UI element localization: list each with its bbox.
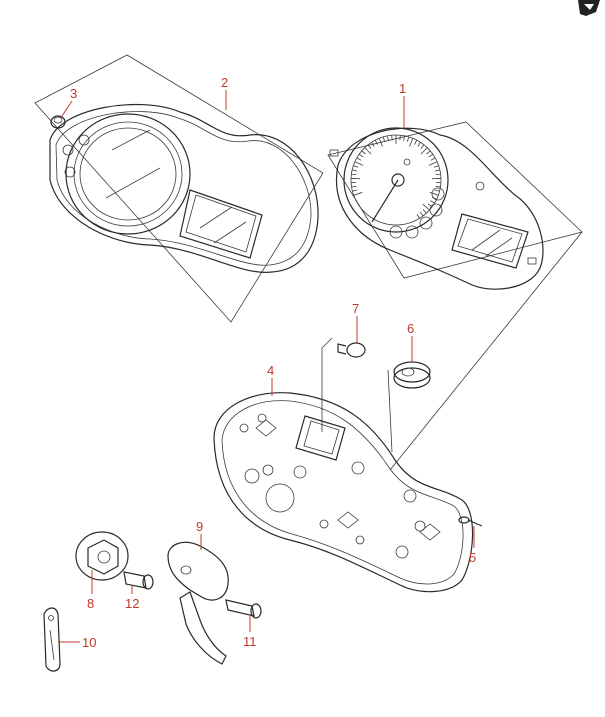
dial-tick [351, 173, 357, 176]
dial-tick [428, 153, 434, 158]
dial-tick [422, 209, 427, 214]
dial-tick [356, 157, 362, 161]
callout-8: 8 [87, 570, 94, 611]
callout-1: 1 [399, 81, 406, 128]
lower-case [213, 392, 474, 593]
dial-tick [420, 147, 428, 155]
callout-label: 4 [267, 363, 274, 378]
logo-icon [578, 0, 600, 16]
bolt [337, 342, 366, 358]
dial-tick [426, 150, 431, 155]
callout-3: 3 [61, 86, 77, 117]
dial-tick [416, 213, 420, 219]
bolt-long [225, 599, 262, 619]
dial-tick [417, 142, 421, 147]
callout-label: 8 [87, 596, 94, 611]
callout-label: 3 [70, 86, 77, 101]
screw [458, 516, 483, 527]
dial-tick [374, 139, 378, 145]
callout-10: 10 [58, 635, 96, 650]
callout-6: 6 [407, 321, 414, 362]
callout-label: 5 [469, 550, 476, 565]
dial-tick [434, 189, 440, 192]
callout-label: 7 [352, 301, 359, 316]
dial-tick [352, 189, 358, 192]
dial-ticks [351, 135, 441, 219]
dial-tick [430, 200, 435, 204]
dial-tick [403, 135, 405, 141]
callout-11: 11 [243, 614, 257, 649]
dial-tick [429, 191, 439, 196]
dial-tick [433, 165, 439, 168]
damper-mount [75, 531, 129, 581]
callout-label: 9 [196, 519, 203, 534]
dial-tick [358, 153, 364, 158]
dial-tick [364, 147, 372, 155]
dial-tick [420, 144, 425, 149]
assembly-guide-lines [321, 231, 583, 471]
callout-12: 12 [125, 586, 139, 611]
meter-assembly [327, 121, 583, 290]
dial-tick [434, 169, 440, 172]
dial-tick [409, 138, 414, 147]
dial-tick [367, 144, 372, 149]
callout-label: 6 [407, 321, 414, 336]
dial-tick [351, 185, 357, 188]
callout-9: 9 [196, 519, 203, 550]
callout-label: 11 [243, 634, 257, 649]
dial-tick [361, 150, 366, 155]
callout-label: 12 [125, 596, 139, 611]
callout-4: 4 [267, 363, 274, 396]
bracket-arm [167, 541, 229, 665]
small-knob [50, 115, 66, 129]
callout-2: 2 [221, 75, 228, 110]
dial-tick [414, 139, 418, 145]
dial-tick [387, 135, 389, 141]
dial-tick [354, 161, 364, 166]
bolt-short [123, 571, 154, 590]
dial-tick [352, 169, 358, 172]
callout-7: 7 [352, 301, 359, 343]
dial-tick [382, 136, 386, 142]
callout-label: 2 [221, 75, 228, 90]
callout-label: 1 [399, 81, 406, 96]
callout-5: 5 [469, 526, 476, 565]
dial-tick [371, 142, 375, 147]
dial-tick [419, 211, 424, 217]
dial-tick [353, 191, 363, 196]
callout-label: 10 [82, 635, 96, 650]
dial-tick [378, 138, 383, 147]
dial-tick [435, 173, 441, 176]
meter-case-cover [34, 54, 324, 323]
grommet [393, 361, 431, 389]
dial-tick [435, 185, 441, 188]
strap [43, 607, 61, 672]
dial-tick [422, 203, 430, 211]
dial-tick [430, 157, 436, 161]
dial-tick [428, 161, 438, 166]
dial-tick [353, 165, 359, 168]
dial-tick [406, 136, 410, 142]
